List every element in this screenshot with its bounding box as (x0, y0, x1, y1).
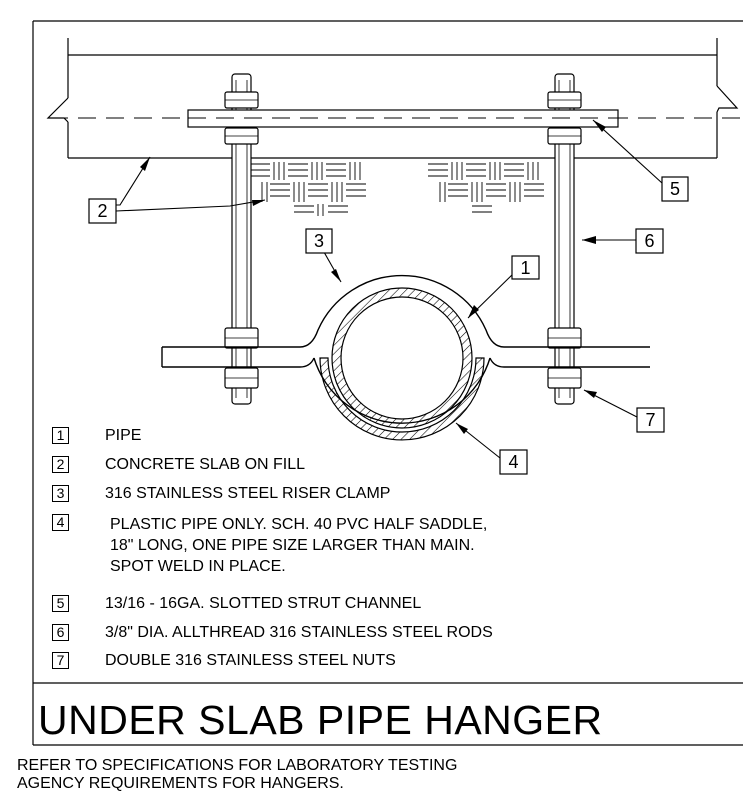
pipe (331, 287, 473, 429)
svg-text:3: 3 (314, 231, 324, 251)
note-line: AGENCY REQUIREMENTS FOR HANGERS. (17, 775, 344, 792)
legend-text: 316 STAINLESS STEEL RISER CLAMP (105, 485, 391, 502)
legend-text: CONCRETE SLAB ON FILL (105, 456, 306, 473)
svg-text:1: 1 (520, 258, 530, 278)
leader-arrowheads (140, 120, 606, 434)
svg-text:6: 6 (644, 231, 654, 251)
legend-number: 4 (52, 514, 69, 531)
legend-number: 7 (52, 652, 69, 669)
concrete-slab (46, 38, 740, 159)
note-line: REFER TO SPECIFICATIONS FOR LABORATORY T… (17, 757, 458, 774)
svg-text:2: 2 (97, 201, 107, 221)
legend-text: DOUBLE 316 STAINLESS STEEL NUTS (105, 652, 396, 669)
specification-note: REFER TO SPECIFICATIONS FOR LABORATORY T… (17, 757, 457, 793)
callout-7: 7 (636, 407, 665, 433)
legend-text: 3/8" DIA. ALLTHREAD 316 STAINLESS STEEL … (105, 624, 493, 641)
legend-text: 13/16 - 16GA. SLOTTED STRUT CHANNEL (105, 595, 422, 612)
legend-text-line: 18" LONG, ONE PIPE SIZE LARGER THAN MAIN… (110, 537, 475, 554)
callout-3: 3 (305, 228, 333, 254)
legend-number: 1 (52, 427, 69, 444)
legend-number: 2 (52, 456, 69, 473)
legend-text-line: SPOT WELD IN PLACE. (110, 558, 286, 575)
svg-text:4: 4 (508, 452, 518, 472)
callout-2: 2 (88, 198, 117, 224)
fill-hatch (250, 162, 544, 216)
pvc-half-saddle (319, 357, 485, 441)
sheet-border (32, 20, 743, 746)
rod-nuts (224, 91, 582, 389)
callout-4: 4 (499, 449, 528, 475)
svg-text:5: 5 (670, 179, 680, 199)
legend-number: 5 (52, 595, 69, 612)
legend-number: 6 (52, 624, 69, 641)
strut-channel (187, 109, 619, 128)
svg-text:7: 7 (645, 410, 655, 430)
legend-text: PIPE (105, 427, 142, 444)
detail-title: UNDER SLAB PIPE HANGER (38, 697, 603, 743)
callout-6: 6 (635, 228, 664, 254)
legend-number: 3 (52, 485, 69, 502)
callout-5: 5 (661, 176, 689, 202)
callout-1: 1 (511, 255, 540, 280)
legend-text-line: PLASTIC PIPE ONLY. SCH. 40 PVC HALF SADD… (110, 516, 488, 533)
legend-text: PLASTIC PIPE ONLY. SCH. 40 PVC HALF SADD… (110, 514, 487, 577)
